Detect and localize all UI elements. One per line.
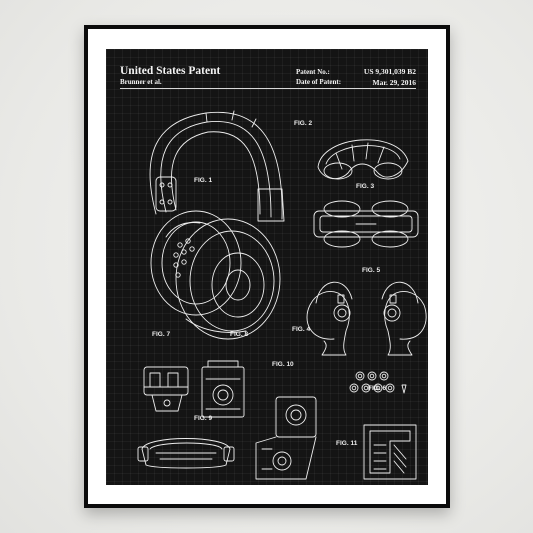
headphone-main-drawing — [149, 110, 285, 340]
figure-label-6: FIG. 6 — [368, 385, 387, 392]
figure-label-3: FIG. 3 — [356, 183, 375, 190]
headband-detail-drawing — [137, 438, 235, 469]
header-rule — [120, 88, 416, 89]
patent-number-label: Patent No.: — [296, 68, 330, 76]
figure-label-7: FIG. 7 — [152, 331, 171, 338]
patent-date: Mar. 29, 2016 — [372, 78, 416, 87]
headphone-front-drawing — [313, 200, 419, 248]
patent-date-label: Date of Patent: — [296, 78, 342, 86]
driver-housing-drawing — [255, 396, 317, 480]
figure-label-11: FIG. 11 — [336, 440, 358, 447]
patent-title: United States Patent — [120, 65, 221, 77]
figure-label-10: FIG. 10 — [272, 361, 294, 368]
heads-with-headphones-drawing — [306, 281, 427, 356]
poster-mat: United States Patent Brunner et al. Pate… — [88, 29, 446, 504]
patent-print: United States Patent Brunner et al. Pate… — [106, 49, 428, 485]
figure-label-9: FIG. 9 — [194, 415, 213, 422]
patent-number: US 9,301,039 B2 — [363, 67, 416, 76]
headphone-folded-drawing — [317, 139, 409, 180]
figure-label-4: FIG. 4 — [292, 326, 311, 333]
patent-drawings — [137, 110, 427, 480]
earcup-mechanism-drawing — [201, 360, 245, 418]
cross-section-drawing — [363, 424, 417, 480]
poster-frame: United States Patent Brunner et al. Pate… — [84, 25, 450, 508]
patent-inventor: Brunner et al. — [120, 78, 162, 86]
figure-label-2: FIG. 2 — [294, 120, 313, 127]
small-parts-drawing — [349, 371, 407, 394]
figure-label-8: FIG. 8 — [230, 331, 249, 338]
figure-label-5: FIG. 5 — [362, 267, 381, 274]
figure-label-1: FIG. 1 — [194, 177, 213, 184]
hinge-assembly-drawing — [143, 366, 189, 412]
